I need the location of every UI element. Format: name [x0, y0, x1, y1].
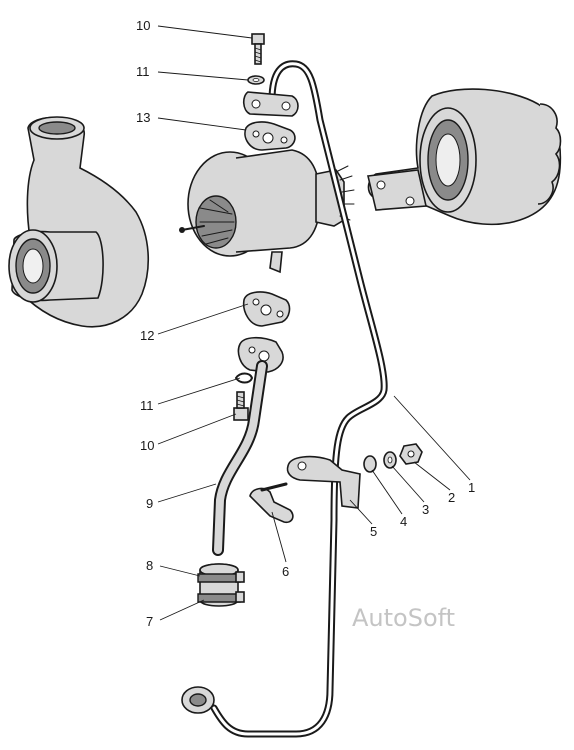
callout-8: 8 [146, 558, 153, 573]
callout-9: 9 [146, 496, 153, 511]
oil-supply-pipe [181, 60, 388, 738]
callout-2: 2 [448, 490, 455, 505]
rotor-assembly [179, 149, 355, 274]
callout-3: 3 [422, 502, 429, 517]
washer-3 [383, 451, 397, 469]
callout-10-top: 10 [136, 18, 150, 33]
gasket-13 [244, 121, 296, 151]
watermark-text: AutoSoft [352, 604, 455, 632]
callout-6: 6 [282, 564, 289, 579]
leader-lines [157, 25, 471, 621]
callout-7: 7 [146, 614, 153, 629]
compressor-housing [367, 88, 562, 226]
gasket-12 [242, 291, 291, 327]
callout-11-top: 11 [136, 64, 150, 79]
oil-drain-pipe [212, 336, 284, 556]
callout-4: 4 [400, 514, 407, 529]
clip-6 [249, 482, 294, 524]
bracket-5 [286, 455, 361, 509]
washer-bottom [235, 372, 253, 384]
callout-13: 13 [136, 110, 150, 125]
callout-1: 1 [468, 480, 475, 495]
callout-12: 12 [140, 328, 154, 343]
washer-top [247, 75, 265, 85]
bolt-bottom [233, 391, 249, 421]
turbine-housing [8, 116, 150, 328]
callout-11-bottom: 11 [140, 398, 154, 413]
nut-2 [399, 443, 423, 465]
callout-10-bottom: 10 [140, 438, 154, 453]
hose-and-clamps [197, 563, 245, 607]
bolt-top [251, 33, 265, 65]
washer-4 [363, 455, 377, 473]
callout-5: 5 [370, 524, 377, 539]
